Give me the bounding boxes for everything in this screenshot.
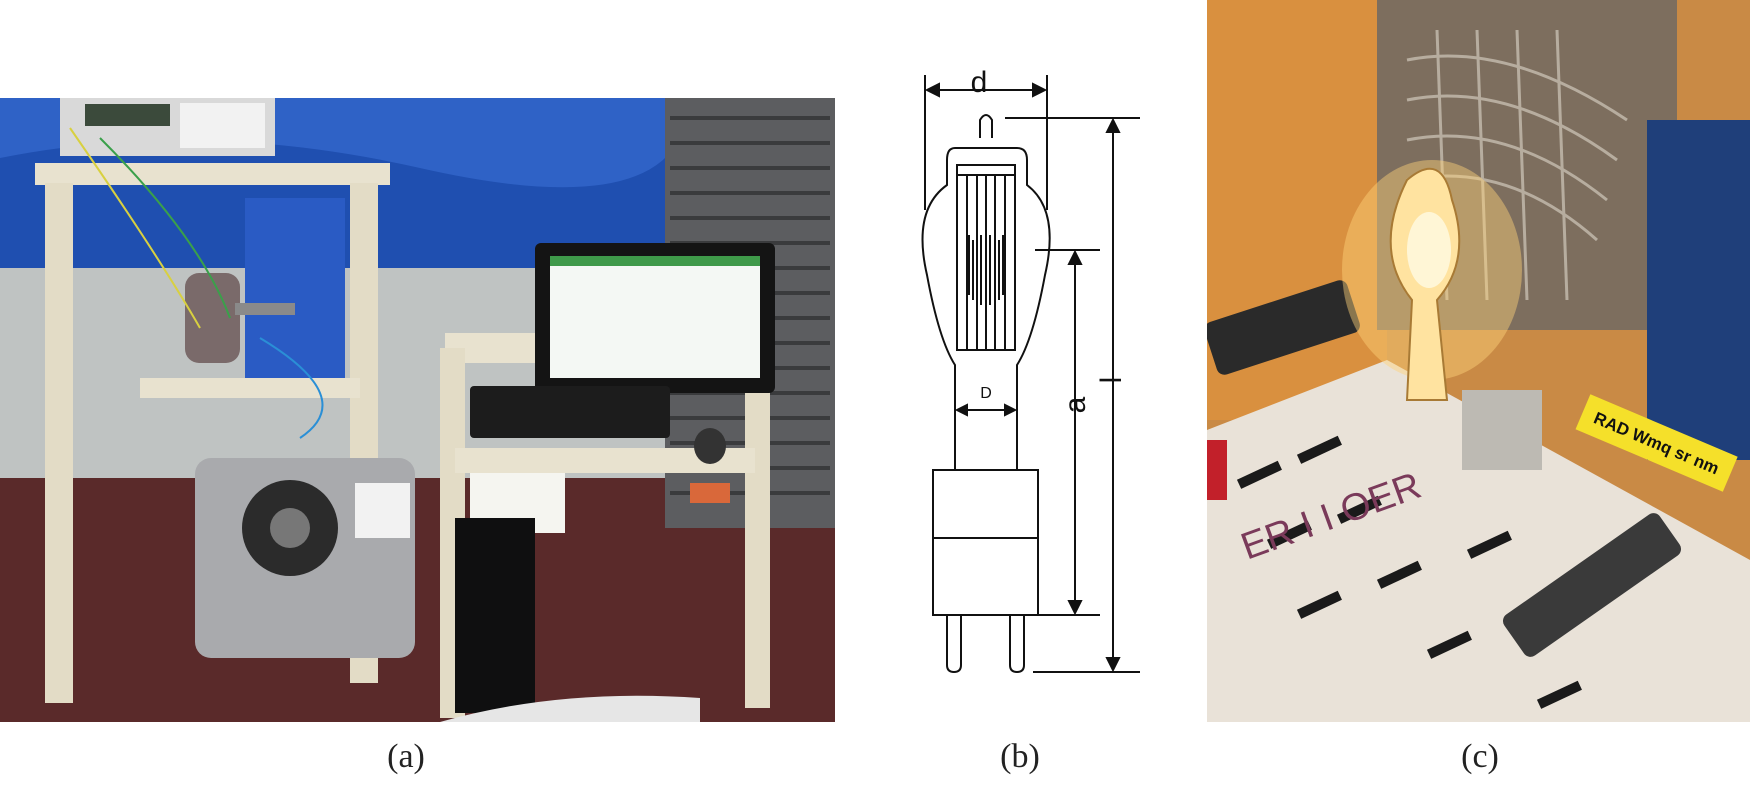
photo-lit-lamp: RAD Wmq sr nm ER I I OER <box>1207 0 1750 722</box>
caption-a: (a) <box>387 738 425 775</box>
caption-c: (c) <box>1461 738 1499 775</box>
label-d: d <box>971 66 988 99</box>
label-l: l <box>1095 377 1128 384</box>
label-D: D <box>980 385 992 402</box>
caption-b: (b) <box>1000 738 1040 775</box>
label-a: a <box>1059 396 1092 413</box>
photo-lab-setup <box>0 98 835 722</box>
diagram-lamp-dimensions: d D a l <box>895 60 1195 720</box>
